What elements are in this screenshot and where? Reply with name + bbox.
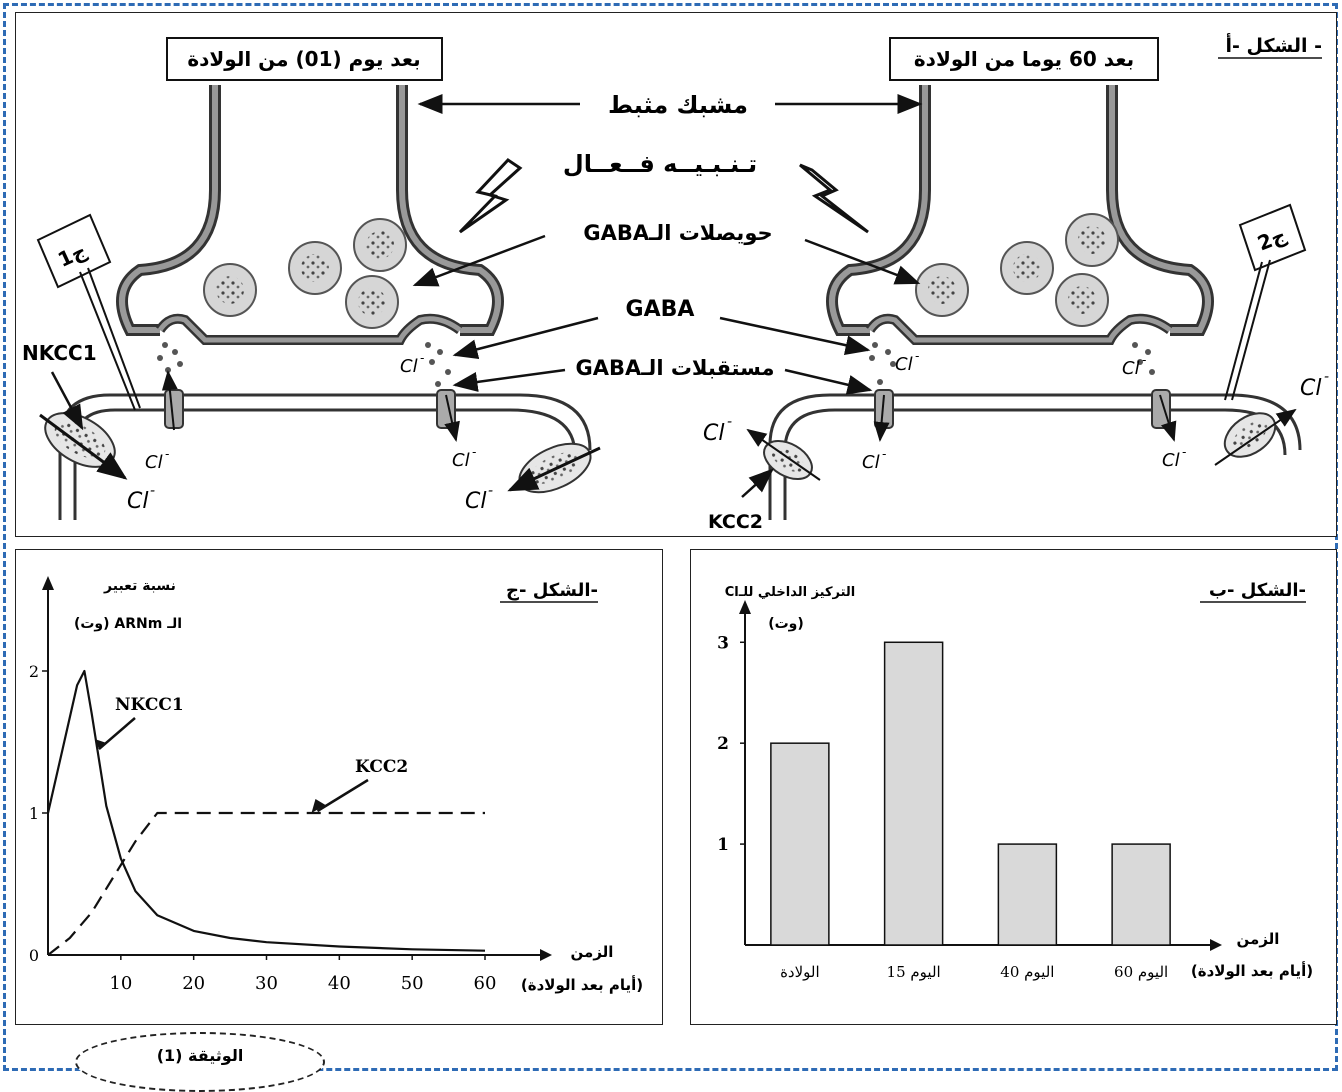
label-pointer-arrows — [50, 94, 923, 498]
figure-c-y-tick-label: 1 — [29, 804, 39, 823]
figure-b-y-tick-label: 2 — [717, 734, 729, 754]
stimulus-bolt-right — [799, 163, 869, 234]
figure-c-x-tick-label: 40 — [328, 973, 351, 994]
cl-label: Cl — [127, 489, 148, 514]
cl-label: Cl — [1300, 376, 1321, 401]
figure-b-y-axis-arrow — [739, 600, 751, 614]
chloride-labels: Cl- Cl- Cl- Cl- Cl- Cl- Cl- Cl- Cl- Cl- … — [127, 349, 1329, 514]
figure-b-x-axis-arrow — [1210, 939, 1222, 951]
kcc2-pointer — [316, 778, 369, 813]
figure-a-diagram: الشكل -أ - بعد يوم (01) من الولادة بعد 6… — [22, 33, 1329, 533]
bar-1 — [883, 641, 944, 946]
released-gaba-molecules — [157, 342, 1155, 387]
figure-c-y-axis-arrow — [42, 576, 54, 590]
cl-charge: - — [420, 351, 424, 365]
bar-0 — [770, 742, 830, 946]
kcc2-label: KCC2 — [708, 511, 763, 533]
cl-charge: - — [165, 447, 169, 461]
cl-charge: - — [915, 349, 919, 363]
figure-b-xlabel-2: (أيام بعد الولادة) — [1191, 961, 1313, 980]
figure-b-y-tick-label: 1 — [717, 835, 729, 855]
kcc2-pointer-head — [311, 799, 326, 813]
right-gaba-vesicles — [915, 213, 1119, 327]
figure-c-ylabel-1: نسبة تعبير — [103, 578, 176, 594]
cl-label: Cl — [465, 489, 486, 514]
cl-label: Cl — [452, 450, 470, 471]
figure-b-ylabel-1: التركيز الداخلي للـCl — [725, 585, 856, 600]
figure-c-x-tick-label: 60 — [474, 973, 497, 994]
electrode-1 — [36, 213, 141, 411]
figure-c-title: الشكل -ج- — [506, 580, 598, 601]
gaba-receptors — [164, 389, 1171, 429]
figure-b-ylabel-2: (وت) — [768, 616, 804, 632]
series-line-kcc2 — [47, 811, 485, 956]
effective-stimulus-label: تـنـبـيــه فــعــال — [563, 150, 757, 178]
stimulus-bolt-left — [458, 158, 523, 234]
nkcc1-label: NKCC1 — [22, 341, 97, 365]
cl-charge: - — [1324, 369, 1329, 385]
figure-a-title: الشكل -أ - — [1225, 33, 1322, 57]
figure-c-y-tick-label: 2 — [29, 662, 39, 681]
figure-c-xlabel-2: (أيام بعد الولادة) — [521, 975, 643, 994]
cl-label: Cl — [862, 452, 880, 473]
bar-category-label: اليوم 15 — [887, 963, 941, 981]
cl-label: Cl — [703, 421, 724, 446]
kcc2-transporter-left — [746, 428, 821, 481]
cl-charge: - — [488, 483, 493, 499]
cl-charge: - — [727, 414, 732, 430]
cl-charge: - — [150, 483, 155, 499]
figure-b-y-tick-label: 3 — [717, 633, 729, 653]
cl-charge: - — [472, 445, 476, 459]
series-line-nkcc1 — [46, 669, 486, 952]
gaba-label: GABA — [626, 297, 695, 322]
figure-c-y-tick-label: 0 — [29, 946, 39, 965]
cl-label: Cl — [400, 356, 418, 377]
figure-c-x-axis-arrow — [540, 949, 552, 961]
nkcc1-pointer-head — [94, 739, 107, 750]
bar-2 — [997, 843, 1058, 946]
document-frame — [3, 3, 1338, 1071]
bar-category-label: اليوم 40 — [1000, 963, 1054, 981]
cl-label: Cl — [1162, 450, 1180, 471]
kcc2-transporter-right — [1214, 408, 1297, 466]
cl-charge: - — [882, 447, 886, 461]
document-label: الوثيقة (1) — [75, 1032, 325, 1092]
figure-b-title: الشكل -ب- — [1209, 580, 1306, 601]
kcc2-series-label: KCC2 — [355, 757, 408, 777]
chloride-flow-arrows — [161, 370, 1177, 442]
figure-c-x-tick-label: 10 — [109, 973, 132, 994]
figure-c-xlabel-1: الزمن — [571, 943, 614, 961]
left-gaba-vesicles — [203, 218, 407, 329]
cl-charge: - — [1142, 353, 1146, 367]
right-time-box — [889, 37, 1159, 81]
cl-label: Cl — [1122, 358, 1140, 379]
cl-label: Cl — [145, 452, 163, 473]
bar-category-label: اليوم 60 — [1114, 963, 1168, 981]
left-time-label: بعد يوم (01) من الولادة — [187, 47, 420, 71]
gaba-receptors-label: مستقبلات الـGABA — [576, 356, 775, 380]
figure-b-xlabel-1: الزمن — [1237, 930, 1280, 948]
figure-c-x-tick-label: 50 — [401, 973, 424, 994]
nkcc1-series-label: NKCC1 — [115, 695, 184, 715]
gaba-vesicles-label: حويصلات الـGABA — [583, 221, 772, 245]
nkcc1-transporter-middle — [507, 442, 601, 494]
bar-category-label: الولادة — [780, 963, 820, 981]
cl-label: Cl — [895, 354, 913, 375]
bar-3 — [1111, 843, 1171, 946]
electrode-2 — [1224, 203, 1307, 401]
figure-c-ylabel-2: الـ ARNm (وت) — [74, 616, 182, 632]
left-time-box — [166, 37, 443, 81]
figure-c-x-tick-label: 30 — [255, 973, 278, 994]
cl-charge: - — [1182, 445, 1186, 459]
inhibitory-synapse-label: مشبك مثبط — [608, 91, 748, 119]
figure-c-x-tick-label: 20 — [182, 973, 205, 994]
right-time-label: بعد 60 يوما من الولادة — [914, 47, 1134, 71]
